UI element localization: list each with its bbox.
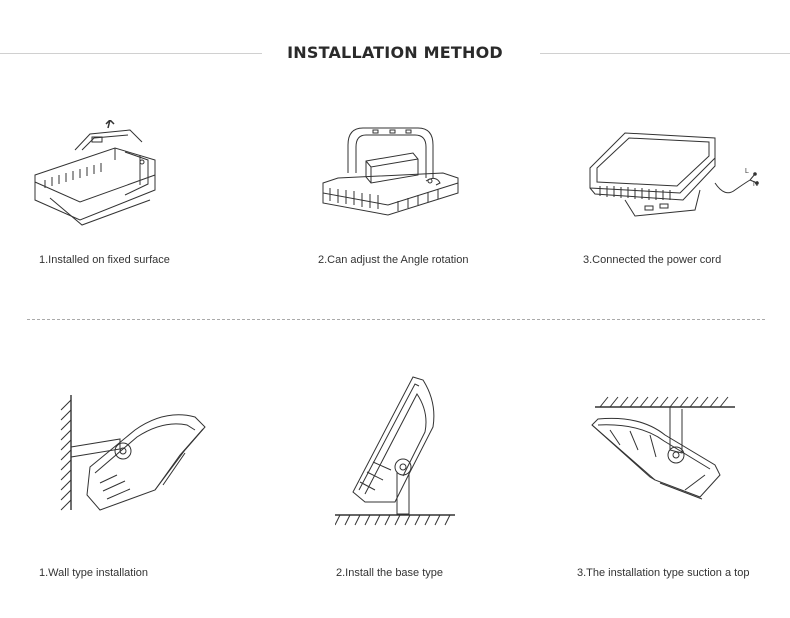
base-installation-illustration — [335, 372, 455, 527]
wall-installation-illustration — [55, 395, 225, 520]
section-divider — [27, 319, 765, 320]
fixed-surface-illustration — [30, 120, 170, 230]
caption-suction-top: 3.The installation type suction a top — [577, 567, 750, 579]
ceiling-installation-illustration — [590, 395, 740, 510]
caption-fixed-surface: 1.Installed on fixed surface — [39, 254, 170, 266]
caption-base-type: 2.Install the base type — [336, 567, 444, 579]
title-rule-right — [540, 53, 790, 54]
cord-label-l: L — [745, 168, 749, 175]
caption-power-cord: 3.Connected the power cord — [583, 254, 722, 266]
cord-label-n: N — [753, 181, 759, 188]
caption-wall-type: 1.Wall type installation — [39, 567, 149, 579]
angle-rotation-illustration — [318, 123, 463, 218]
title-rule-left — [0, 53, 262, 54]
caption-angle-rotation: 2.Can adjust the Angle rotation — [318, 254, 469, 266]
page-title: INSTALLATION METHOD — [287, 43, 503, 62]
power-cord-illustration: L N — [585, 128, 765, 223]
